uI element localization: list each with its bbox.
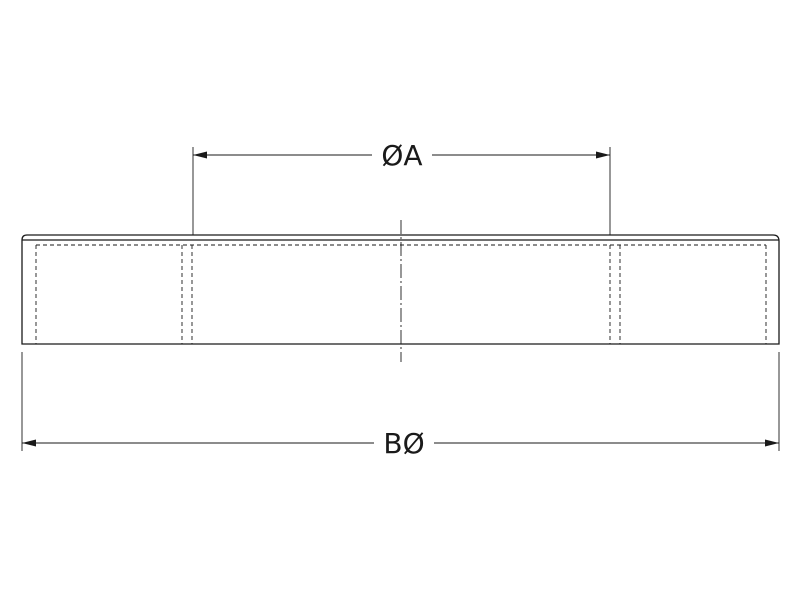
part-body: [21, 234, 780, 345]
dimension-b: BØ: [21, 352, 780, 460]
part-outline: [21, 234, 780, 345]
arrowhead-a-left: [193, 151, 207, 159]
dimension-a: ØA: [192, 139, 611, 235]
dimension-label-b: BØ: [383, 427, 424, 460]
arrowhead-b-right: [765, 439, 779, 447]
arrowhead-a-right: [596, 151, 610, 159]
arrowhead-b-left: [22, 439, 36, 447]
dimension-label-a: ØA: [381, 139, 422, 172]
